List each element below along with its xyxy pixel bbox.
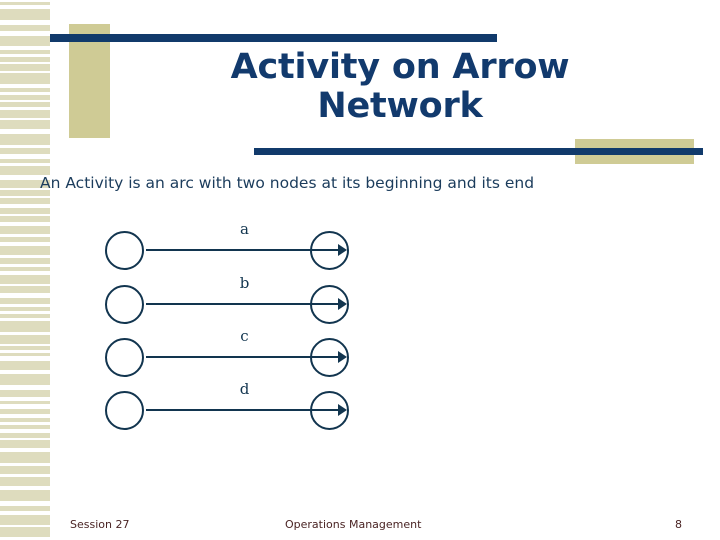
stripe-bar xyxy=(0,180,50,188)
stripe-bar xyxy=(0,237,50,242)
stripe-bar xyxy=(0,433,50,438)
stripe-bar xyxy=(0,286,50,293)
arc-label: d xyxy=(239,380,250,398)
title-rule-top xyxy=(50,34,497,42)
arc-line xyxy=(146,356,343,358)
stripe-bar xyxy=(0,258,50,264)
stripe-bar xyxy=(0,9,50,20)
stripe-bar xyxy=(0,477,50,486)
stripe-bar xyxy=(0,159,50,163)
node-circle-start xyxy=(105,285,144,324)
stripe-bar xyxy=(0,374,50,385)
stripe-bar xyxy=(0,208,50,214)
stripe-bar xyxy=(0,95,50,100)
stripe-bar xyxy=(0,515,50,525)
stripe-bar xyxy=(0,466,50,474)
footer-session-label: Session 27 xyxy=(70,518,130,531)
arc-label: c xyxy=(240,327,249,345)
stripe-bar xyxy=(0,361,50,370)
arc-line xyxy=(146,303,343,305)
stripe-bar xyxy=(0,452,50,463)
title-rule-bottom xyxy=(254,148,703,155)
arc-line xyxy=(146,409,343,411)
stripe-bar xyxy=(0,190,50,196)
stripe-bar xyxy=(0,148,50,154)
stripe-bar xyxy=(0,50,50,54)
stripe-bar xyxy=(0,314,50,318)
stripe-bar xyxy=(0,527,50,537)
node-circle-start xyxy=(105,338,144,377)
stripe-bar xyxy=(0,401,50,404)
stripe-bar xyxy=(0,275,50,284)
stripe-bar xyxy=(0,353,50,356)
arc-row: d xyxy=(100,382,360,433)
stripe-bar xyxy=(0,390,50,397)
stripe-bar xyxy=(0,267,50,271)
slide-body-text: An Activity is an arc with two nodes at … xyxy=(40,174,535,192)
footer-course-label: Operations Management xyxy=(285,518,422,531)
stripe-bar xyxy=(0,88,50,92)
stripe-bar xyxy=(0,307,50,311)
node-circle-start xyxy=(105,391,144,430)
stripe-bar xyxy=(0,64,50,71)
stripe-bar xyxy=(0,246,50,255)
stripe-bar xyxy=(0,506,50,511)
stripe-bar xyxy=(0,198,50,204)
stripe-bar xyxy=(0,346,50,350)
stripe-bar xyxy=(0,226,50,234)
arc-line xyxy=(146,249,343,251)
stripe-bar xyxy=(0,73,50,84)
activity-on-arrow-diagram: a b c d xyxy=(100,222,360,436)
node-circle-end xyxy=(310,338,349,377)
stripe-bar xyxy=(0,57,50,62)
stripe-bar xyxy=(0,409,50,414)
arc-row: a xyxy=(100,222,360,273)
node-circle-start xyxy=(105,231,144,270)
stripe-bar xyxy=(0,321,50,332)
node-circle-end xyxy=(310,391,349,430)
stripe-bar xyxy=(0,120,50,129)
left-stripe-decoration xyxy=(0,0,50,540)
stripe-bar xyxy=(0,2,50,5)
stripe-bar xyxy=(0,36,50,46)
stripe-bar xyxy=(0,298,50,304)
stripe-bar xyxy=(0,440,50,448)
arc-label: b xyxy=(239,274,250,292)
node-circle-end xyxy=(310,231,349,270)
footer-page-number: 8 xyxy=(675,518,682,531)
stripe-bar xyxy=(0,166,50,175)
arc-row: c xyxy=(100,329,360,380)
node-circle-end xyxy=(310,285,349,324)
stripe-bar xyxy=(0,425,50,429)
stripe-bar xyxy=(0,335,50,344)
stripe-bar xyxy=(0,25,50,31)
stripe-bar xyxy=(0,110,50,118)
stripe-bar xyxy=(0,134,50,145)
page-title: Activity on Arrow Network xyxy=(230,47,570,127)
title-khaki-accent-block xyxy=(69,24,110,138)
stripe-bar xyxy=(0,102,50,107)
stripe-bar xyxy=(0,418,50,422)
arc-label: a xyxy=(240,220,249,238)
stripe-bar xyxy=(0,490,50,501)
stripe-bar xyxy=(0,216,50,222)
arc-row: b xyxy=(100,276,360,327)
